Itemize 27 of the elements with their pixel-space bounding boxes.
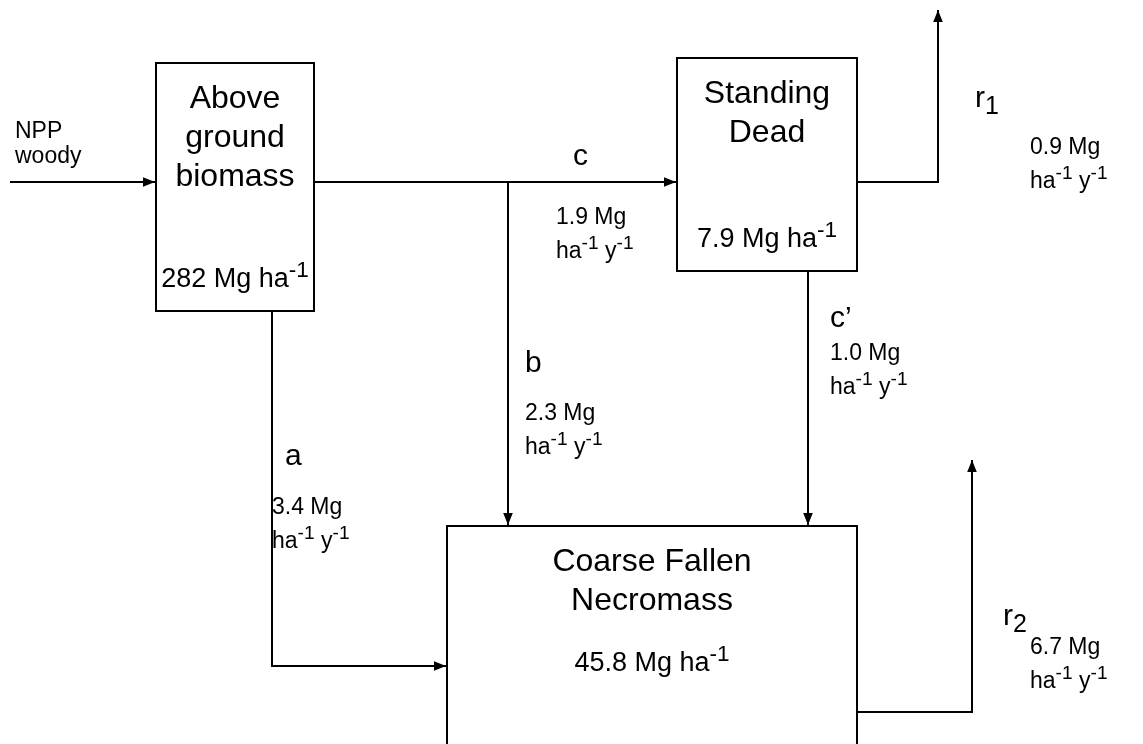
flux-value: 2.3 Mg ha$^{-1}$ y$^{-1}$ (525, 398, 604, 461)
box-title: Standing Dead (702, 73, 832, 152)
arrow (803, 271, 813, 526)
flux-value: 6.7 Mg ha$^{-1}$ y$^{-1}$ (1030, 632, 1109, 695)
flux-value: 1.9 Mg ha$^{-1}$ y$^{-1}$ (556, 202, 635, 265)
edge-label: r$_{1}$ (975, 80, 999, 120)
flux-value: 3.4 Mg ha$^{-1}$ y$^{-1}$ (272, 492, 351, 555)
arrow (857, 459, 977, 713)
edge-label: c (573, 138, 588, 171)
edge-label: NPP woody (15, 118, 83, 169)
box-title: Above ground biomass (174, 78, 296, 196)
edge-label: b (525, 345, 542, 378)
edge-label: r$_{2}$ (1003, 598, 1027, 638)
edge-label: c’ (830, 300, 852, 333)
box-title: Coarse Fallen Necromass (551, 541, 753, 620)
arrow (271, 311, 447, 671)
edge-label: a (285, 438, 302, 471)
process-box (446, 525, 858, 744)
stock-value: 7.9 Mg ha$^{-1}$ (696, 217, 838, 254)
stock-value: 282 Mg ha$^{-1}$ (161, 257, 309, 294)
arrow (857, 9, 943, 183)
stock-value: 45.8 Mg ha$^{-1}$ (574, 641, 730, 679)
process-box (155, 62, 315, 312)
flux-value: 0.9 Mg ha$^{-1}$ y$^{-1}$ (1030, 132, 1109, 195)
process-box (676, 57, 858, 272)
arrow (9, 177, 156, 187)
flux-value: 1.0 Mg ha$^{-1}$ y$^{-1}$ (830, 338, 909, 401)
